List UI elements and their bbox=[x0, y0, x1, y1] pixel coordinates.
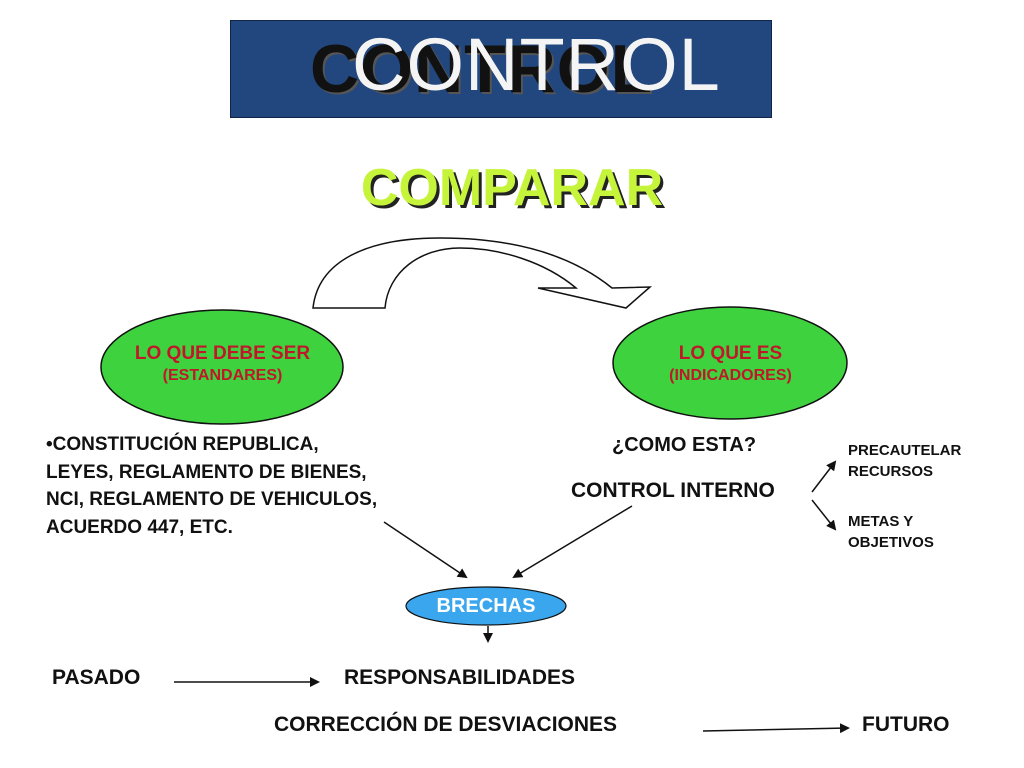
arrow-control-to-brechas bbox=[512, 505, 633, 579]
indicators-oval-title: LO QUE ES bbox=[678, 343, 783, 364]
brechas-oval bbox=[405, 586, 567, 626]
arrow-standards-to-brechas bbox=[383, 521, 468, 579]
arrow-to-precautelar bbox=[811, 460, 837, 493]
correccion-label: CORRECCIÓN DE DESVIACIONES bbox=[274, 713, 618, 736]
standards-oval bbox=[100, 309, 344, 425]
standards-list: •CONSTITUCIÓN REPUBLICA, LEYES, REGLAMEN… bbox=[46, 431, 466, 541]
precautelar-label: PRECAUTELAR RECURSOS bbox=[848, 440, 961, 482]
brechas-label: BRECHAS bbox=[436, 595, 536, 617]
como-esta-label: ¿COMO ESTA? bbox=[612, 434, 757, 456]
futuro-label: FUTURO bbox=[862, 713, 950, 736]
precautelar-line: RECURSOS bbox=[848, 463, 934, 480]
standards-line: LEYES, REGLAMENTO DE BIENES, bbox=[46, 461, 367, 483]
title-box bbox=[230, 20, 772, 118]
standards-oval-title: LO QUE DEBE SER bbox=[134, 343, 311, 364]
responsabilidades-label: RESPONSABILIDADES bbox=[344, 666, 576, 689]
arrow-to-metas bbox=[811, 499, 837, 531]
standards-oval-subtitle: (ESTANDARES) bbox=[162, 366, 283, 384]
indicators-oval-label: LO QUE ES (INDICADORES) bbox=[613, 342, 848, 386]
arrow-correccion-to-futuro bbox=[702, 723, 850, 734]
title-shadow-text: CONTROL bbox=[310, 31, 654, 107]
standards-line: •CONSTITUCIÓN REPUBLICA, bbox=[46, 434, 319, 455]
page-title: CONTROL bbox=[352, 23, 721, 106]
standards-line: NCI, REGLAMENTO DE VEHICULOS, bbox=[46, 489, 378, 511]
subtitle: COMPARAR bbox=[360, 159, 664, 217]
precautelar-line: PRECAUTELAR bbox=[848, 442, 962, 459]
metas-line: OBJETIVOS bbox=[848, 534, 934, 551]
pasado-label: PASADO bbox=[52, 666, 141, 689]
control-interno-label: CONTROL INTERNO bbox=[571, 479, 775, 502]
standards-oval-label: LO QUE DEBE SER (ESTANDARES) bbox=[100, 342, 345, 386]
compare-curved-arrow bbox=[312, 237, 653, 309]
standards-line: ACUERDO 447, ETC. bbox=[46, 516, 233, 538]
indicators-oval-subtitle: (INDICADORES) bbox=[669, 366, 792, 384]
metas-label: METAS Y OBJETIVOS bbox=[848, 511, 934, 553]
indicators-oval bbox=[612, 306, 848, 420]
metas-line: METAS Y bbox=[848, 513, 914, 530]
